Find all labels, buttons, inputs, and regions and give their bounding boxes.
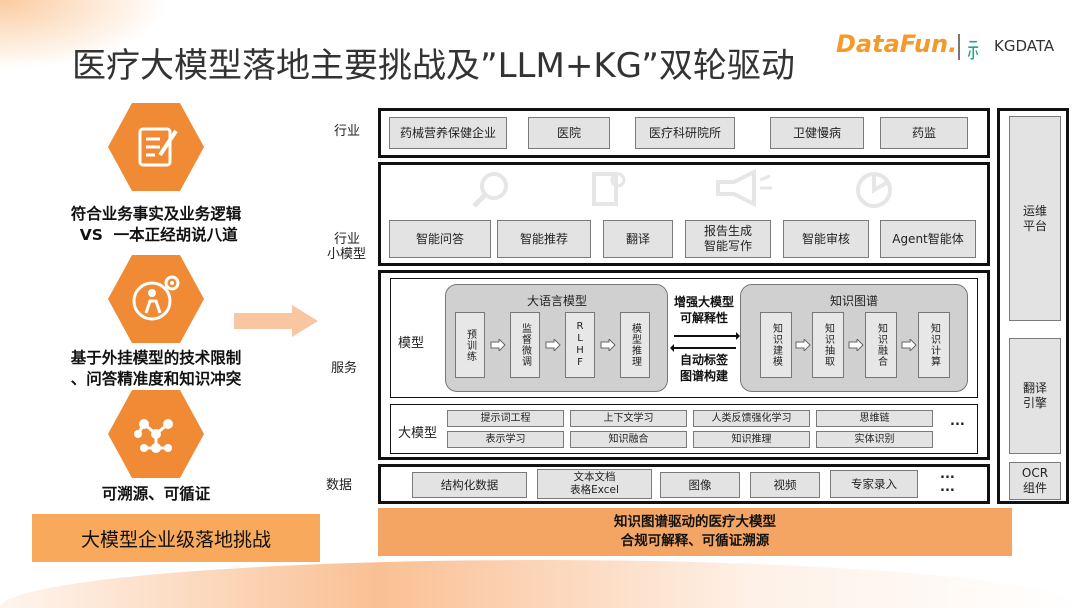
ops-platform-box: 运维 平台 [1009, 116, 1061, 321]
kg-panel-title: 知识图谱 [830, 294, 879, 308]
app-item: 智能推荐 [497, 220, 591, 258]
llm-step: RLHF [565, 312, 595, 378]
step-arrow-icon [901, 339, 917, 351]
bottom-swoosh [0, 560, 1080, 608]
data-item: 专家录入 [830, 470, 918, 498]
model-section-label: 模型 [398, 336, 425, 351]
kg-driven-banner-line-2: 合规可解释、可循证溯源 [620, 533, 770, 549]
center-auto-label-text: 自动标签 图谱构建 [679, 353, 728, 383]
data-item: 图像 [660, 472, 740, 498]
row-label-service: 服务 [331, 361, 358, 376]
row-label-industry: 行业 [334, 124, 361, 139]
industry-item: 医疗科研院所 [635, 117, 735, 149]
molecule-network-icon [134, 419, 173, 453]
corner-glow [0, 0, 170, 70]
app-item: 报告生成 智能写作 [685, 220, 771, 258]
step-arrow-icon [600, 339, 616, 351]
row-label-overlap-a: 行业 [334, 232, 361, 247]
person-gear-icon [132, 275, 180, 321]
app-item: 翻译 [603, 220, 673, 258]
step-arrow-icon [490, 339, 506, 351]
llm-panel-title: 大语言模型 [527, 294, 588, 308]
industry-item: 卫健慢病 [770, 117, 864, 149]
llm-step: 预训练 [455, 312, 485, 378]
industry-item: 药监 [880, 117, 968, 149]
app-item: 智能问答 [389, 220, 491, 258]
app-item: 智能审核 [783, 220, 869, 258]
challenge-banner: 大模型企业级落地挑战 [32, 514, 320, 562]
logo-divider [958, 34, 960, 60]
big-model-item: 思维链 [816, 410, 933, 427]
kg-step: 知识建模 [760, 312, 792, 378]
big-model-item: 知识推理 [693, 431, 810, 448]
big-model-ellipsis: ... [950, 414, 965, 429]
data-item: 结构化数据 [412, 472, 527, 498]
kg-step: 知识抽取 [812, 312, 844, 378]
data-item: 文本文档 表格Excel [537, 469, 652, 499]
step-arrow-icon [848, 339, 864, 351]
kg-driven-banner: 知识图谱驱动的医疗大模型 合规可解释、可循证溯源 [378, 508, 1012, 556]
challenge-hex-1 [108, 103, 204, 191]
row-label-overlap-b: 小模型 [327, 247, 367, 262]
center-enhance-text: 增强大模型 可解释性 [673, 295, 734, 325]
pie-chart-icon [856, 172, 892, 208]
challenge-label-3: 可溯源、可循证 [101, 485, 211, 503]
challenge-label-1: 符合业务事实及业务逻辑 VS 一本正经胡说八道 [70, 205, 242, 244]
challenge-hex-2 [108, 255, 204, 343]
ocr-component-box: OCR 组件 [1009, 462, 1061, 500]
row-label-data: 数据 [326, 478, 353, 493]
kgdata-logo-icon: ⺬ [967, 39, 990, 64]
big-model-item: 知识融合 [570, 431, 687, 448]
big-model-item: 提示词工程 [447, 410, 564, 427]
llm-step: 监督微调 [510, 312, 540, 378]
big-model-item: 实体识别 [816, 431, 933, 448]
search-icon [472, 172, 508, 208]
industry-item: 药械营养保健企业 [389, 117, 507, 149]
big-model-item: 表示学习 [447, 431, 564, 448]
kg-step: 知识融合 [865, 312, 897, 378]
big-model-item: 上下文学习 [570, 410, 687, 427]
big-model-item: 人类反馈强化学习 [693, 410, 810, 427]
challenge-hex-3 [108, 390, 204, 478]
right-arrow-icon [234, 305, 318, 337]
server-icon [592, 172, 626, 206]
datafun-logo: DataFun. [836, 30, 958, 58]
kgdata-logo: KGDATA [994, 37, 1055, 55]
kg-driven-banner-line-1: 知识图谱驱动的医疗大模型 [614, 514, 776, 530]
page-title: 医疗大模型落地主要挑战及”LLM+KG”双轮驱动 [72, 46, 795, 86]
data-ellipsis: ... ... [940, 467, 955, 495]
llm-step: 模型推理 [620, 312, 650, 378]
document-edit-icon [138, 127, 178, 167]
challenge-label-2: 基于外挂模型的技术限制 、问答精准度和知识冲突 [70, 349, 242, 388]
bidirectional-arrow-icon [670, 332, 740, 352]
step-arrow-icon [795, 339, 811, 351]
data-item: 视频 [750, 472, 820, 498]
kg-step: 知识计算 [918, 312, 950, 378]
step-arrow-icon [545, 339, 561, 351]
megaphone-icon [716, 168, 772, 208]
app-item: Agent智能体 [880, 220, 976, 258]
industry-item: 医院 [528, 117, 610, 149]
big-model-section-label: 大模型 [398, 426, 438, 441]
translation-engine-box: 翻译 引擎 [1009, 338, 1061, 454]
